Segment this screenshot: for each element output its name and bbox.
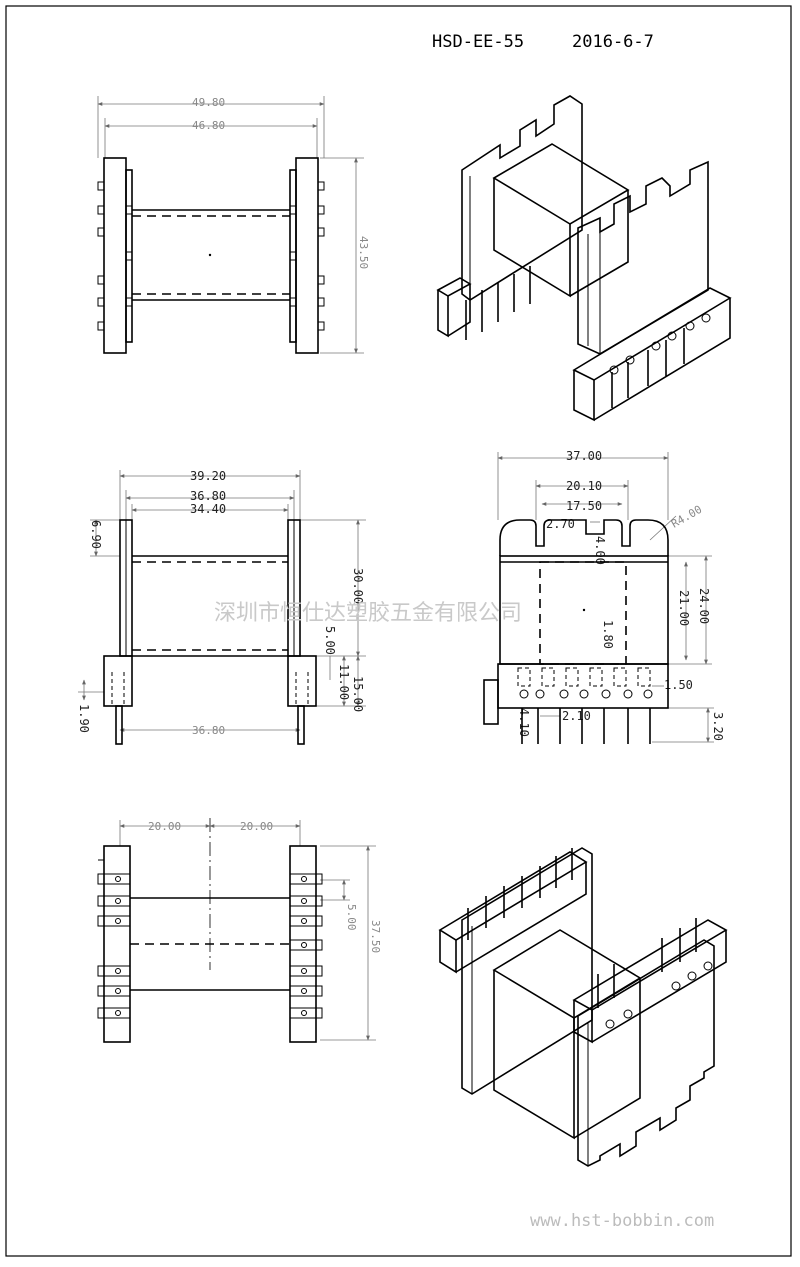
dim-window-width: 34.40 (190, 502, 226, 516)
top-view: 49.80 46.80 43.50 (97, 96, 370, 354)
dim-pin-length: 3.20 (711, 712, 725, 741)
dim-pin-pitch-b: 2.10 (562, 709, 591, 723)
dim-pin-dia: 1.50 (664, 678, 693, 692)
front-view: 39.20 36.80 34.40 6.90 30.00 5.00 11.00 … (77, 469, 366, 745)
dim-radius: R4.00 (669, 503, 704, 531)
dim-pin-pitch-a: 4.10 (517, 708, 531, 737)
sheet-border (5, 5, 792, 1257)
dim-half-span-left: 20.00 (148, 820, 181, 833)
dim-pin-span: 36.80 (192, 724, 225, 737)
model-number: HSD-EE-55 (432, 32, 524, 52)
dim-slot-outer: 20.10 (566, 479, 602, 493)
dim-window-height: 30.00 (351, 568, 365, 604)
dim-flange-width: 39.20 (190, 469, 226, 483)
company-watermark: 深圳市恒仕达塑胶五金有限公司 (214, 601, 522, 626)
dim-base-height-b: 15.00 (351, 676, 365, 712)
dim-bottom-pin-pitch: 5.00 (345, 904, 358, 931)
company-website: www.hst-bobbin.com (530, 1211, 714, 1231)
dim-inner-width: 46.80 (192, 119, 225, 132)
dim-side-overall-width: 37.00 (566, 449, 602, 463)
bottom-view: 20.00 20.00 5.00 37.50 (97, 818, 382, 1043)
dim-height: 43.50 (357, 236, 370, 269)
dim-slot-depth: 4.00 (593, 536, 607, 565)
dim-base-height-a: 11.00 (337, 664, 351, 700)
dim-base-step: 5.00 (323, 626, 337, 655)
dim-window-height-side: 21.00 (677, 590, 691, 626)
isometric-view-bottom (438, 847, 728, 1167)
dim-flange-thickness: 6.90 (89, 520, 103, 549)
dim-wall: 1.80 (601, 620, 615, 649)
side-view: 37.00 20.10 17.50 2.70 4.00 R4.00 24.00 … (483, 449, 725, 744)
dim-slot-notch: 2.70 (546, 517, 575, 531)
dim-half-span-right: 20.00 (240, 820, 273, 833)
dim-core-height: 24.00 (697, 588, 711, 624)
dim-bottom-length: 37.50 (369, 920, 382, 953)
dim-pin-offset: 1.90 (77, 704, 91, 733)
dim-flange-inner: 36.80 (190, 489, 226, 503)
dim-overall-width: 49.80 (192, 96, 225, 109)
bottom-left-pins (97, 873, 131, 1019)
drawing-date: 2016-6-7 (572, 32, 654, 52)
side-pins (519, 689, 653, 744)
isometric-view-top (436, 95, 732, 422)
dim-slot-inner: 17.50 (566, 499, 602, 513)
bottom-right-pins (289, 873, 323, 1019)
